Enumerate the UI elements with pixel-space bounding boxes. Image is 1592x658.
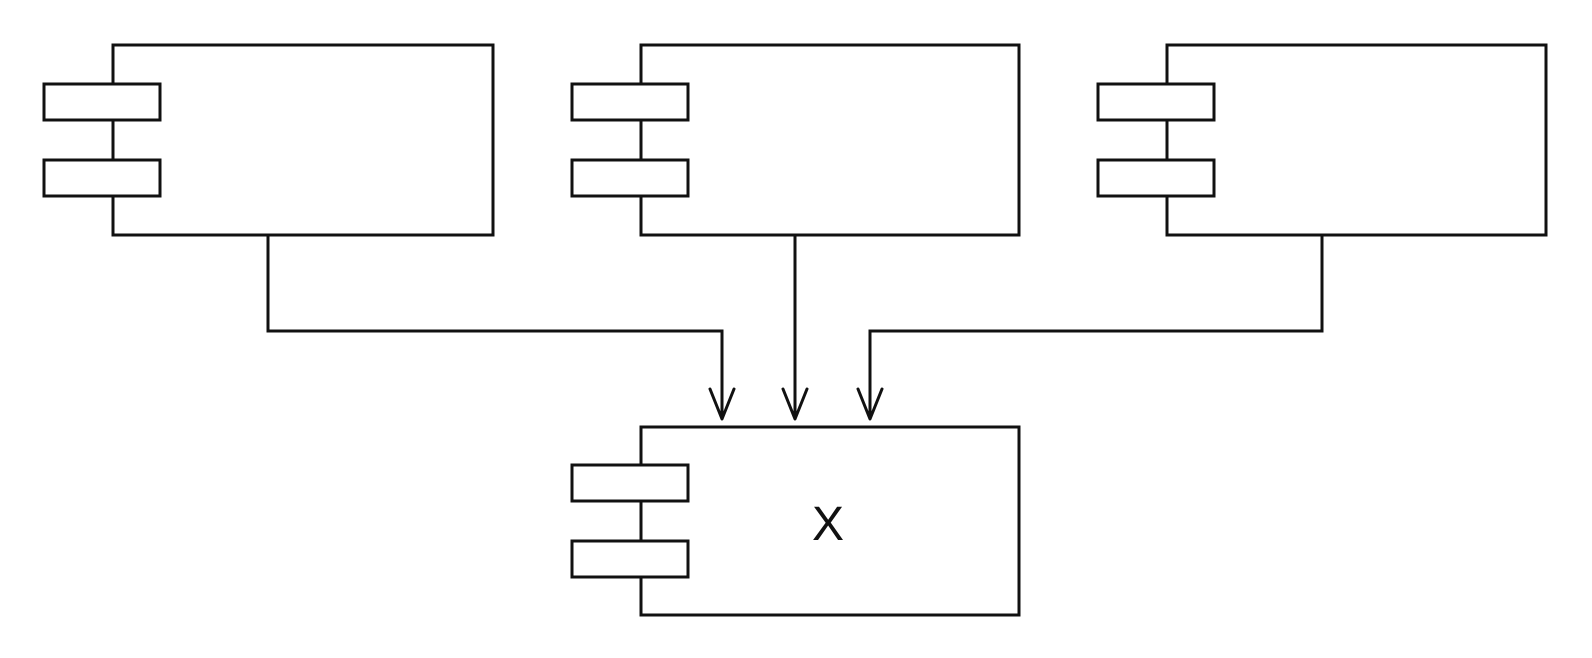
- component-3-body: [1165, 43, 1548, 237]
- arrowhead-2: [781, 387, 809, 421]
- dependency-line-1: [266, 235, 724, 419]
- component-2-body: [639, 43, 1021, 237]
- component-2-port-top: [570, 82, 690, 122]
- arrowhead-1: [708, 387, 736, 421]
- component-x-body: [639, 425, 1021, 617]
- component-3-port-bottom: [1096, 158, 1216, 198]
- dependency-arrow-1-to-x: [266, 235, 736, 421]
- component-3[interactable]: [1096, 43, 1548, 237]
- component-2-port-bottom: [570, 158, 690, 198]
- component-2[interactable]: [570, 43, 1021, 237]
- arrowhead-3: [856, 387, 884, 421]
- component-x-port-top: [570, 463, 690, 503]
- dependency-line-3: [868, 235, 1324, 419]
- component-3-port-top: [1096, 82, 1216, 122]
- component-x-port-bottom: [570, 539, 690, 579]
- dependency-arrow-2-to-x: [781, 235, 809, 421]
- component-1[interactable]: [42, 43, 495, 237]
- component-1-port-top: [42, 82, 162, 122]
- component-1-port-bottom: [42, 158, 162, 198]
- component-1-body: [111, 43, 495, 237]
- component-x[interactable]: X: [570, 425, 1021, 617]
- dependency-arrow-3-to-x: [856, 235, 1324, 421]
- component-x-label: X: [812, 498, 844, 551]
